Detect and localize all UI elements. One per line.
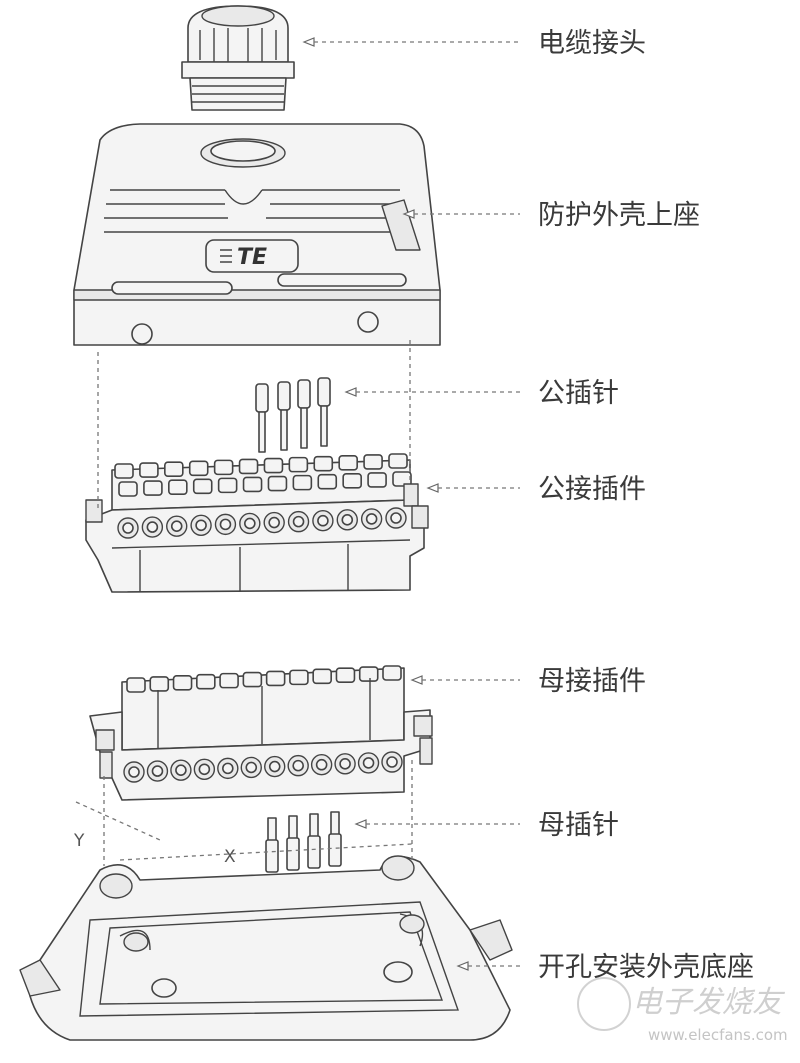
- terminal-screw-head-icon: [365, 513, 378, 525]
- contact-cavity: [139, 462, 159, 478]
- watermark-cn: 电子发烧友: [632, 985, 786, 1020]
- contact-cavity: [292, 474, 313, 491]
- terminal-screw-head-icon: [339, 758, 351, 770]
- terminal-screw-head-icon: [362, 757, 375, 769]
- contact-cavity: [388, 453, 408, 469]
- contact-cavity: [242, 671, 263, 688]
- terminal-screw-head-icon: [219, 518, 232, 531]
- contact-cavity: [358, 666, 379, 682]
- contact-cavity: [338, 455, 358, 471]
- callout-hood-top: 防护外壳上座: [402, 200, 700, 231]
- terminal-screw-head-icon: [390, 512, 402, 524]
- terminal-screw-head-icon: [195, 519, 207, 532]
- contact-cavity: [213, 459, 234, 476]
- te-logo: TE: [237, 245, 267, 270]
- dimension-y: Y: [73, 831, 85, 851]
- contact-cavity: [313, 455, 334, 472]
- contact-cavity: [363, 454, 383, 470]
- terminal-screw-head-icon: [244, 517, 256, 530]
- label-female-pin: 母插针: [538, 810, 619, 841]
- terminal-screw-head-icon: [341, 514, 354, 526]
- male-pins: [255, 377, 331, 453]
- terminal-screw-head-icon: [292, 759, 304, 772]
- contact-cavity: [267, 475, 288, 492]
- watermark-url: www.elecfans.com: [648, 1026, 788, 1044]
- label-male-insert: 公接插件: [538, 474, 646, 505]
- callout-base-housing: 开孔安装外壳底座: [456, 952, 754, 983]
- callout-male-pin: 公插针: [344, 378, 619, 409]
- callout-cable-gland: 电缆接头: [302, 28, 646, 59]
- label-female-insert: 母接插件: [538, 666, 646, 697]
- terminal-screw-head-icon: [170, 520, 183, 532]
- contact-cavity: [217, 477, 238, 494]
- contact-cavity: [114, 463, 134, 479]
- cable-gland: [181, 5, 295, 111]
- terminal-screw-head-icon: [315, 758, 328, 771]
- contact-cavity: [392, 471, 412, 487]
- contact-cavity: [342, 473, 362, 489]
- contact-cavity: [335, 667, 356, 683]
- contact-cavity: [126, 677, 146, 693]
- contact-cavity: [143, 480, 163, 496]
- protective-hood-top: TE: [73, 123, 441, 346]
- terminal-screw-head-icon: [268, 760, 281, 773]
- label-hood-top: 防护外壳上座: [538, 200, 700, 231]
- terminal-screw-head-icon: [317, 514, 329, 527]
- label-base-housing: 开孔安装外壳底座: [538, 952, 754, 983]
- contact-cavity: [263, 457, 284, 474]
- contact-cavity: [219, 672, 239, 689]
- terminal-screw-head-icon: [386, 756, 398, 768]
- terminal-screw-head-icon: [292, 515, 305, 528]
- contact-cavity: [382, 665, 402, 681]
- contact-cavity: [289, 669, 309, 686]
- watermark-logo-icon: [577, 977, 631, 1031]
- contact-cavity: [188, 460, 209, 477]
- callout-female-insert: 母接插件: [410, 666, 646, 697]
- callout-female-pin: 母插针: [354, 810, 619, 841]
- dimension-x: X: [224, 847, 236, 867]
- terminal-screw-head-icon: [146, 521, 159, 533]
- base-housing: [19, 855, 513, 1041]
- contact-cavity: [265, 670, 286, 687]
- female-pins: [265, 811, 342, 873]
- terminal-screw-head-icon: [245, 761, 258, 774]
- female-insert: [89, 665, 433, 801]
- terminal-screw-head-icon: [268, 516, 280, 529]
- contact-cavity: [149, 676, 170, 692]
- callout-male-insert: 公接插件: [426, 474, 646, 505]
- contact-cavity: [196, 673, 216, 690]
- terminal-screw-head-icon: [175, 764, 187, 776]
- terminal-screw-head-icon: [222, 762, 234, 775]
- contact-cavity: [312, 668, 332, 685]
- male-insert: [85, 453, 429, 593]
- contact-cavity: [242, 476, 263, 493]
- assembly-guides: [75, 340, 413, 866]
- watermark: 电子发烧友 www.elecfans.com: [577, 977, 788, 1044]
- contact-cavity: [164, 461, 184, 477]
- contact-cavity: [118, 481, 138, 497]
- contact-cavity: [288, 456, 309, 473]
- contact-cavity: [172, 675, 193, 691]
- terminal-screw-head-icon: [128, 766, 140, 778]
- label-male-pin: 公插针: [538, 378, 619, 409]
- terminal-screw-head-icon: [198, 763, 211, 776]
- label-cable-gland: 电缆接头: [538, 28, 646, 59]
- contact-cavity: [317, 473, 338, 490]
- contact-cavity: [238, 458, 259, 475]
- terminal-screw-head-icon: [151, 765, 164, 777]
- contact-cavity: [192, 478, 213, 495]
- terminal-screw-head-icon: [122, 522, 134, 534]
- contact-cavity: [168, 479, 188, 495]
- contact-cavity: [367, 472, 387, 488]
